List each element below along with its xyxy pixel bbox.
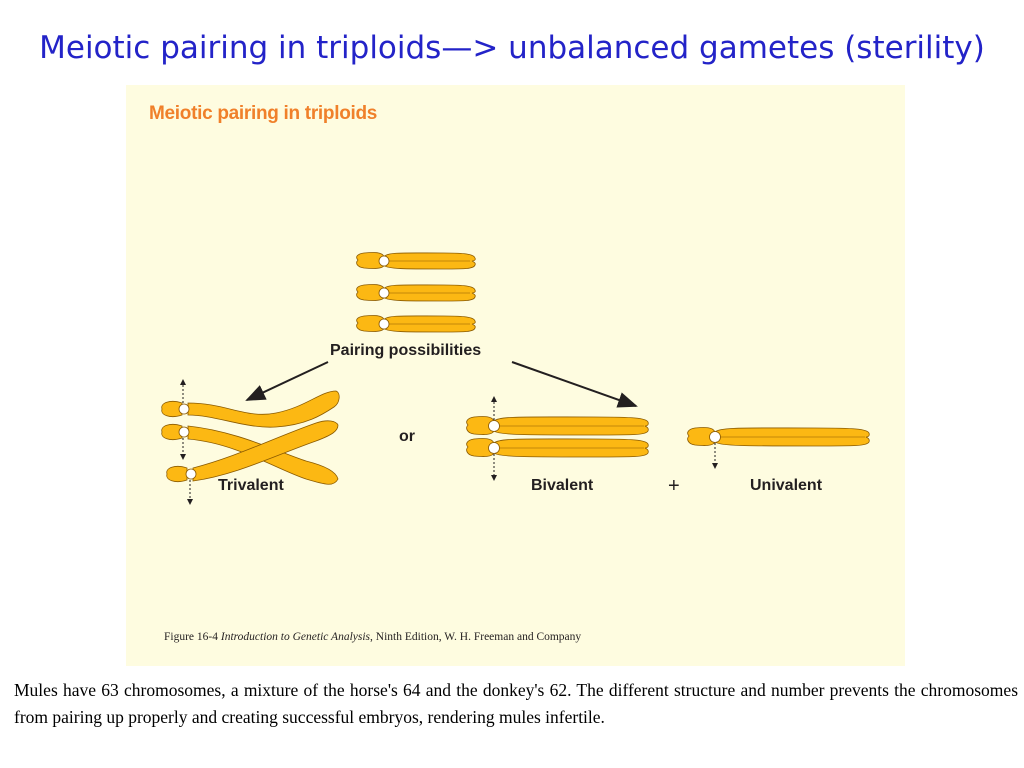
figure-heading: Meiotic pairing in triploids xyxy=(149,103,378,124)
figure-caption: Figure 16-4 Introduction to Genetic Anal… xyxy=(164,631,581,643)
pairing-diagram xyxy=(161,252,870,505)
pairing-possibilities-label: Pairing possibilities xyxy=(330,342,482,359)
arrow-to-trivalent xyxy=(245,361,329,401)
univalent-figure xyxy=(687,427,870,469)
or-label: or xyxy=(399,428,415,445)
chromosome-top-1 xyxy=(356,252,476,270)
caption-prefix: Figure 16-4 xyxy=(164,631,221,643)
chromosome-top-3 xyxy=(356,315,476,333)
trivalent-figure xyxy=(161,379,340,505)
figure-panel: Meiotic pairing in triploids xyxy=(126,85,905,666)
slide-title: Meiotic pairing in triploids—> unbalance… xyxy=(39,30,985,66)
body-paragraph: Mules have 63 chromosomes, a mixture of … xyxy=(14,680,1018,727)
trivalent-label: Trivalent xyxy=(218,477,284,494)
caption-book-title: Introduction to Genetic Analysis xyxy=(220,631,371,643)
bivalent-figure xyxy=(466,396,649,481)
plus-label: + xyxy=(668,475,680,497)
bivalent-label: Bivalent xyxy=(531,477,594,494)
caption-suffix: , Ninth Edition, W. H. Freeman and Compa… xyxy=(370,631,582,643)
arrow-to-bivalent xyxy=(511,361,638,408)
univalent-label: Univalent xyxy=(750,477,823,494)
chromosome-top-2 xyxy=(356,284,476,302)
